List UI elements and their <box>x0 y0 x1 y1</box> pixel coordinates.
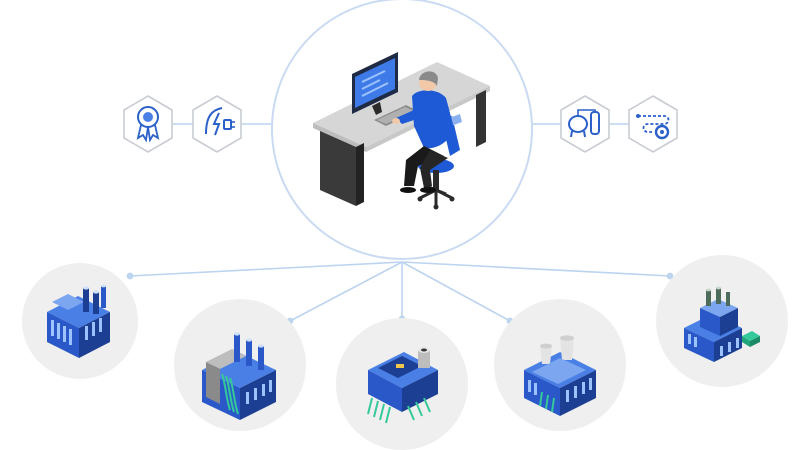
quality-award-icon <box>123 95 173 153</box>
factory-3 <box>336 318 468 450</box>
connector-factory-5 <box>401 261 671 277</box>
factory-5 <box>656 255 788 387</box>
factory-chimneys-icon <box>47 284 110 358</box>
connector-factory-2 <box>289 261 403 322</box>
operator-at-desk-icon <box>313 52 490 210</box>
factory-complex-icon <box>684 286 760 362</box>
central-workstation <box>271 0 533 260</box>
factory-machine-icon <box>367 347 438 424</box>
tanks-storage-icon <box>560 95 610 153</box>
connector-factory-1 <box>129 261 403 277</box>
factory-silos-icon <box>524 335 596 416</box>
connector-factory-4 <box>401 261 511 322</box>
factory-2 <box>174 299 306 431</box>
factory-pipes-icon <box>202 332 276 420</box>
factory-1 <box>22 263 138 379</box>
energy-plug-icon <box>192 95 242 153</box>
process-gear-icon <box>628 95 678 153</box>
factory-4 <box>494 299 626 431</box>
